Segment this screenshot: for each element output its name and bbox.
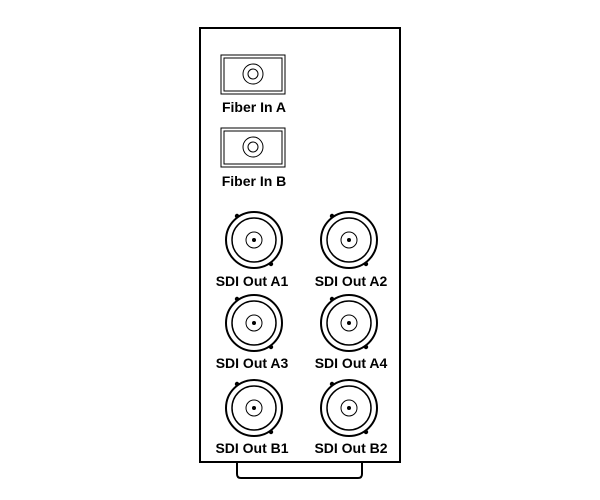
panel-bottom-tab xyxy=(236,462,363,479)
bnc-connector-sdi-out-b1 xyxy=(225,379,283,437)
fiber-in-b-connector xyxy=(220,127,286,168)
bnc-connector-sdi-out-b2 xyxy=(320,379,378,437)
sdi-out-a2-label: SDI Out A2 xyxy=(314,273,388,289)
sdi-out-a1-label: SDI Out A1 xyxy=(215,273,289,289)
bnc-connector-sdi-out-a2 xyxy=(320,211,378,269)
bnc-connector-sdi-out-a4 xyxy=(320,294,378,352)
fiber-in-a-connector xyxy=(220,54,286,95)
bnc-connector-sdi-out-a3 xyxy=(225,294,283,352)
bnc-connector-sdi-out-a1 xyxy=(225,211,283,269)
sdi-out-b1-label: SDI Out B1 xyxy=(215,440,289,456)
sdi-out-a3-label: SDI Out A3 xyxy=(215,355,289,371)
sdi-out-a4-label: SDI Out A4 xyxy=(314,355,388,371)
sdi-out-b2-label: SDI Out B2 xyxy=(314,440,388,456)
fiber-in-a-label: Fiber In A xyxy=(221,99,287,115)
fiber-in-b-label: Fiber In B xyxy=(221,173,287,189)
